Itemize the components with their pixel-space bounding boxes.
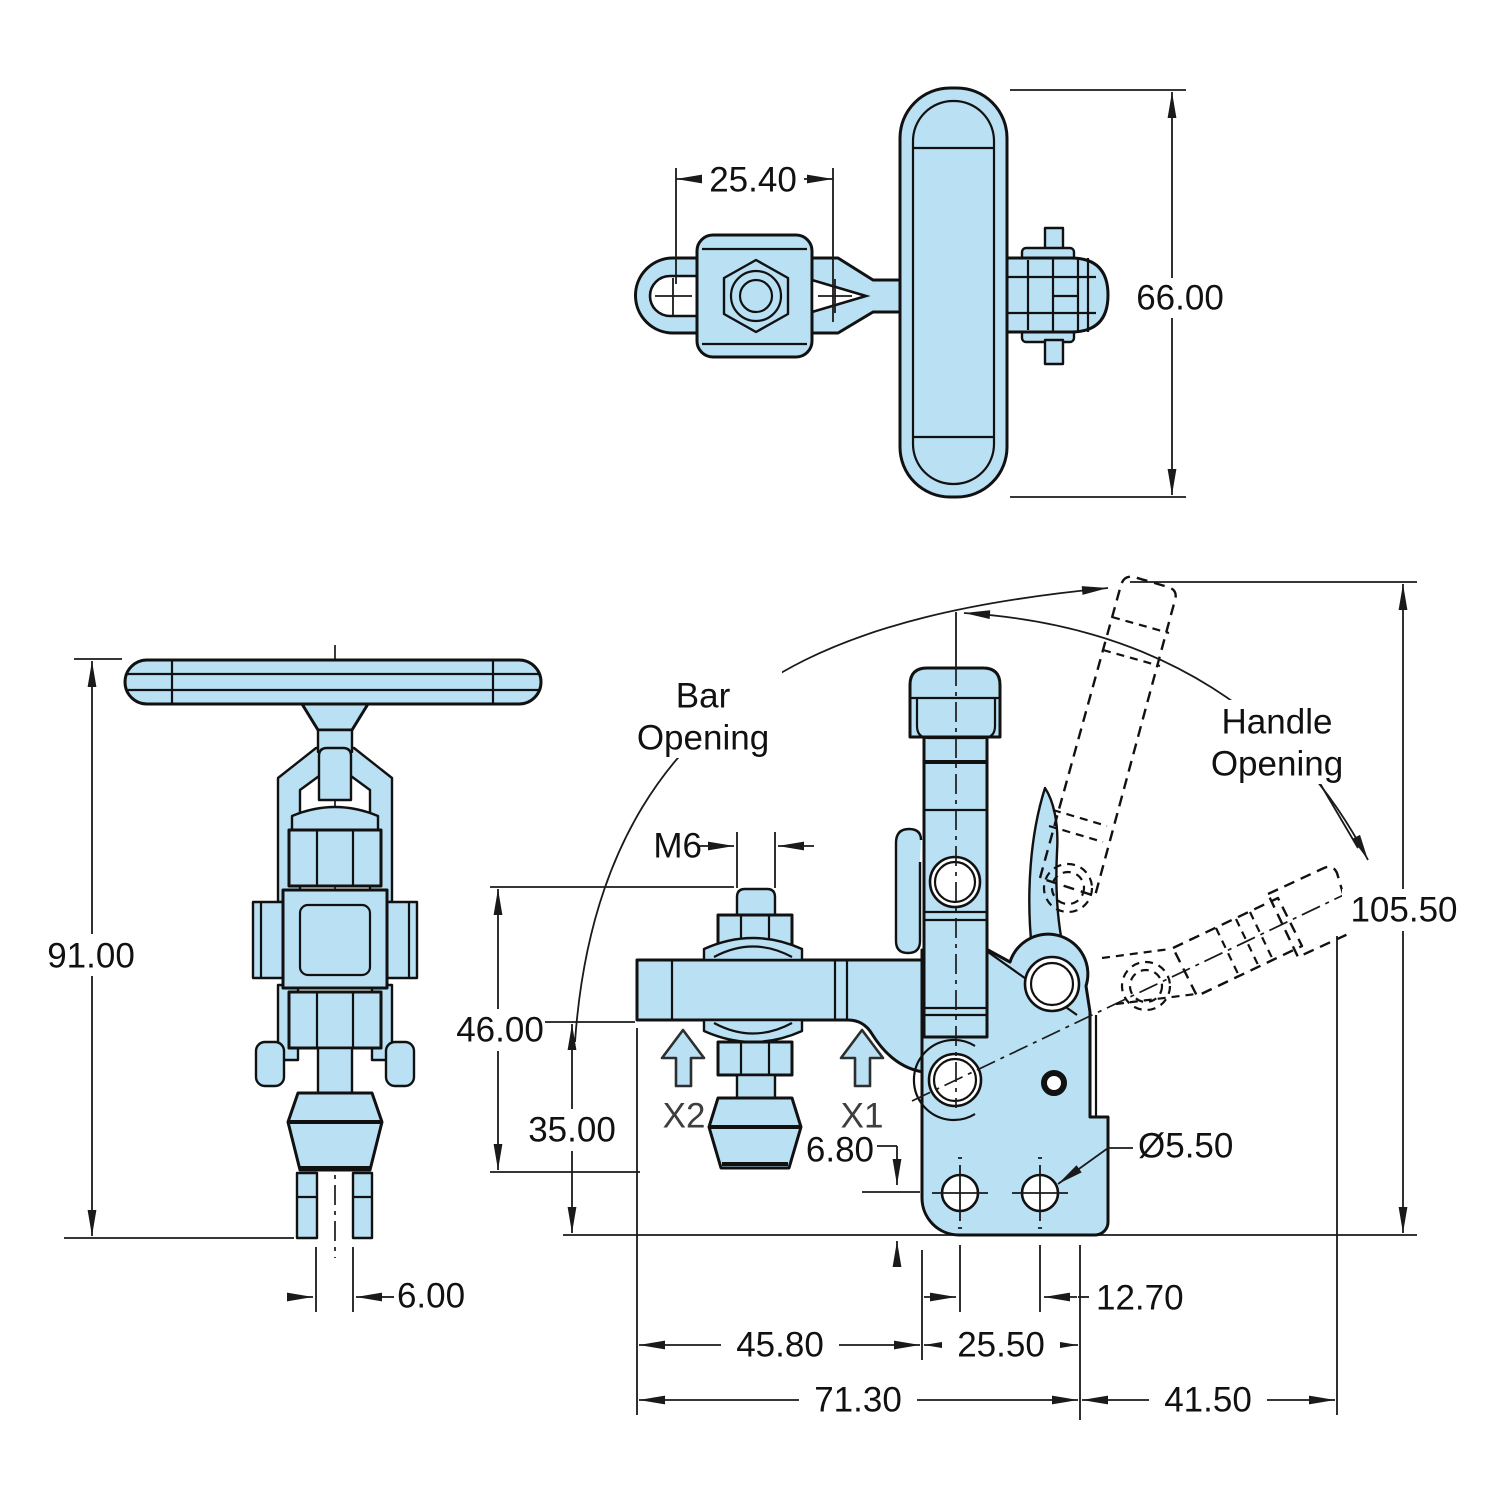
x1-arrow-icon bbox=[839, 1028, 885, 1088]
handle-opening-leader bbox=[1317, 779, 1359, 849]
front-view-spindle-nut-lower bbox=[716, 1040, 794, 1077]
front-view-handle-open-45 bbox=[1101, 865, 1354, 1012]
dim-bar-reach: 45.80 bbox=[736, 1325, 824, 1364]
label-bar-opening-line2: Opening bbox=[637, 718, 769, 757]
front-view-retainer-hook bbox=[894, 827, 923, 955]
side-view-bar-end-left bbox=[251, 900, 285, 980]
dim-top-width: 25.40 bbox=[709, 160, 797, 199]
side-view: 91.00 6.00 bbox=[38, 645, 543, 1315]
top-view-mount-bracket bbox=[998, 226, 1110, 366]
dim-fork-gap: 6.00 bbox=[397, 1276, 465, 1315]
front-view-bar-cap bbox=[908, 666, 1002, 739]
dim-overall-width: 71.30 bbox=[814, 1380, 902, 1419]
front-view-bar-arm bbox=[635, 958, 925, 1074]
dim-handle-reach: 41.50 bbox=[1164, 1380, 1252, 1419]
side-view-fork-left bbox=[295, 1171, 319, 1240]
handle-opening-arc bbox=[963, 610, 1369, 861]
side-view-handle bbox=[123, 658, 543, 706]
side-view-foot bbox=[286, 1091, 384, 1172]
side-view-bar-end-right bbox=[385, 900, 419, 980]
top-view-eye-crosshair bbox=[655, 278, 692, 315]
label-handle-opening-line1: Handle bbox=[1222, 702, 1333, 741]
side-view-hex-nut-upper bbox=[287, 828, 383, 888]
front-view-small-hole bbox=[1041, 1070, 1067, 1096]
front-view-spindle-foot bbox=[707, 1096, 803, 1170]
dim-hole-pitch: 12.70 bbox=[1096, 1278, 1184, 1317]
top-view-hole-crosshair bbox=[818, 279, 852, 313]
side-view-clip-right bbox=[384, 1040, 416, 1088]
label-handle-opening-line2: Opening bbox=[1211, 744, 1343, 783]
label-x1: X1 bbox=[841, 1096, 884, 1135]
front-view: Bar Opening Handle Opening M6 46.00 35.0… bbox=[446, 575, 1466, 1421]
front-view-spindle bbox=[702, 887, 804, 1170]
top-view: 25.40 66.00 bbox=[634, 86, 1236, 499]
label-bar-opening-line1: Bar bbox=[676, 676, 731, 715]
x2-arrow-icon bbox=[660, 1028, 706, 1088]
dim-base-width: 25.50 bbox=[957, 1325, 1045, 1364]
dim-open-height: 105.50 bbox=[1350, 890, 1457, 929]
dim-thread: M6 bbox=[653, 826, 702, 865]
dim-hole-dia: Ø5.50 bbox=[1138, 1126, 1233, 1165]
side-view-hex-nut-lower bbox=[287, 990, 383, 1050]
side-view-shank bbox=[316, 1046, 354, 1095]
top-view-handle bbox=[898, 86, 1009, 499]
dim-hole-edge: 6.80 bbox=[806, 1130, 874, 1169]
side-view-clip-left bbox=[254, 1040, 286, 1088]
dim-side-height: 91.00 bbox=[47, 936, 135, 975]
label-x2: X2 bbox=[663, 1096, 706, 1135]
dim-bar-height: 35.00 bbox=[528, 1110, 616, 1149]
side-view-fork-right bbox=[351, 1171, 374, 1240]
front-view-bar-hole-upper bbox=[928, 855, 982, 909]
dim-spindle-height: 46.00 bbox=[456, 1010, 544, 1049]
dim-top-height: 66.00 bbox=[1136, 278, 1224, 317]
side-view-neck bbox=[300, 702, 370, 732]
side-view-stud bbox=[317, 746, 353, 802]
front-view-handle-pivot-hole bbox=[1023, 955, 1081, 1013]
side-view-saddle bbox=[290, 805, 380, 832]
front-view-spindle-stud bbox=[735, 887, 777, 919]
